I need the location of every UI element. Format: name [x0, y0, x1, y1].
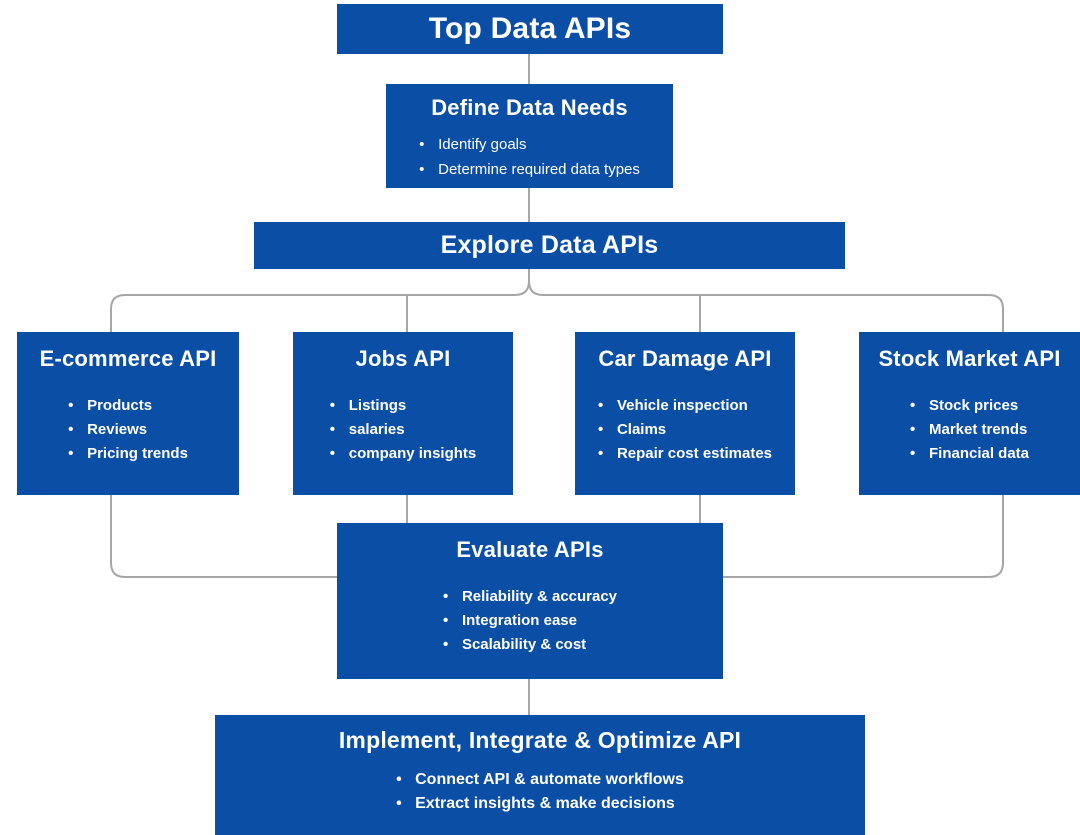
node-jobs-api: Jobs API Listingssalariescompany insight… [293, 332, 513, 495]
node-car-damage-api: Car Damage API Vehicle inspectionClaimsR… [575, 332, 795, 495]
node-ecommerce-api: E-commerce API ProductsReviewsPricing tr… [17, 332, 239, 495]
node-define-data-needs: Define Data Needs Identify goalsDetermin… [386, 84, 673, 188]
bullet-item: Reliability & accuracy [443, 585, 617, 609]
node-title: Explore Data APIs [440, 231, 659, 259]
node-top-data-apis: Top Data APIs [337, 4, 723, 54]
node-title: Top Data APIs [428, 12, 632, 45]
bullet-item: Reviews [68, 418, 188, 442]
bullet-item: salaries [330, 418, 477, 442]
node-title: Car Damage API [598, 346, 772, 371]
bullet-item: Determine required data types [419, 157, 640, 182]
bullet-item: Connect API & automate workflows [396, 768, 684, 792]
node-title: Stock Market API [878, 346, 1061, 371]
node-bullets: Connect API & automate workflowsExtract … [396, 768, 684, 816]
bullet-item: Financial data [910, 442, 1029, 466]
bullet-item: company insights [330, 442, 477, 466]
bullet-item: Identify goals [419, 132, 640, 157]
node-bullets: Identify goalsDetermine required data ty… [419, 132, 640, 182]
node-title: Evaluate APIs [456, 537, 604, 562]
node-bullets: Stock pricesMarket trendsFinancial data [910, 394, 1029, 466]
bullet-item: Vehicle inspection [598, 394, 772, 418]
node-implement-integrate-optimize-api: Implement, Integrate & Optimize API Conn… [215, 715, 865, 835]
bullet-item: Integration ease [443, 609, 617, 633]
bullet-item: Listings [330, 394, 477, 418]
node-bullets: ProductsReviewsPricing trends [68, 394, 188, 466]
node-bullets: Listingssalariescompany insights [330, 394, 477, 466]
node-explore-data-apis: Explore Data APIs [254, 222, 845, 269]
node-evaluate-apis: Evaluate APIs Reliability & accuracyInte… [337, 523, 723, 679]
node-title: Implement, Integrate & Optimize API [338, 727, 742, 753]
node-title: E-commerce API [39, 346, 217, 371]
node-stock-market-api: Stock Market API Stock pricesMarket tren… [859, 332, 1080, 495]
connector-explore-right [528, 269, 1004, 332]
bullet-item: Market trends [910, 418, 1029, 442]
bullet-item: Repair cost estimates [598, 442, 772, 466]
bullet-item: Claims [598, 418, 772, 442]
bullet-item: Products [68, 394, 188, 418]
connector-explore-left [110, 269, 530, 332]
connector-ecommerce-evaluate [110, 495, 337, 578]
node-title: Define Data Needs [431, 95, 628, 120]
node-bullets: Reliability & accuracyIntegration easeSc… [443, 585, 617, 657]
connector-stock-evaluate [723, 495, 1004, 578]
bullet-item: Scalability & cost [443, 633, 617, 657]
bullet-item: Extract insights & make decisions [396, 792, 684, 816]
node-bullets: Vehicle inspectionClaimsRepair cost esti… [598, 394, 772, 466]
node-title: Jobs API [355, 346, 451, 371]
bullet-item: Stock prices [910, 394, 1029, 418]
bullet-item: Pricing trends [68, 442, 188, 466]
